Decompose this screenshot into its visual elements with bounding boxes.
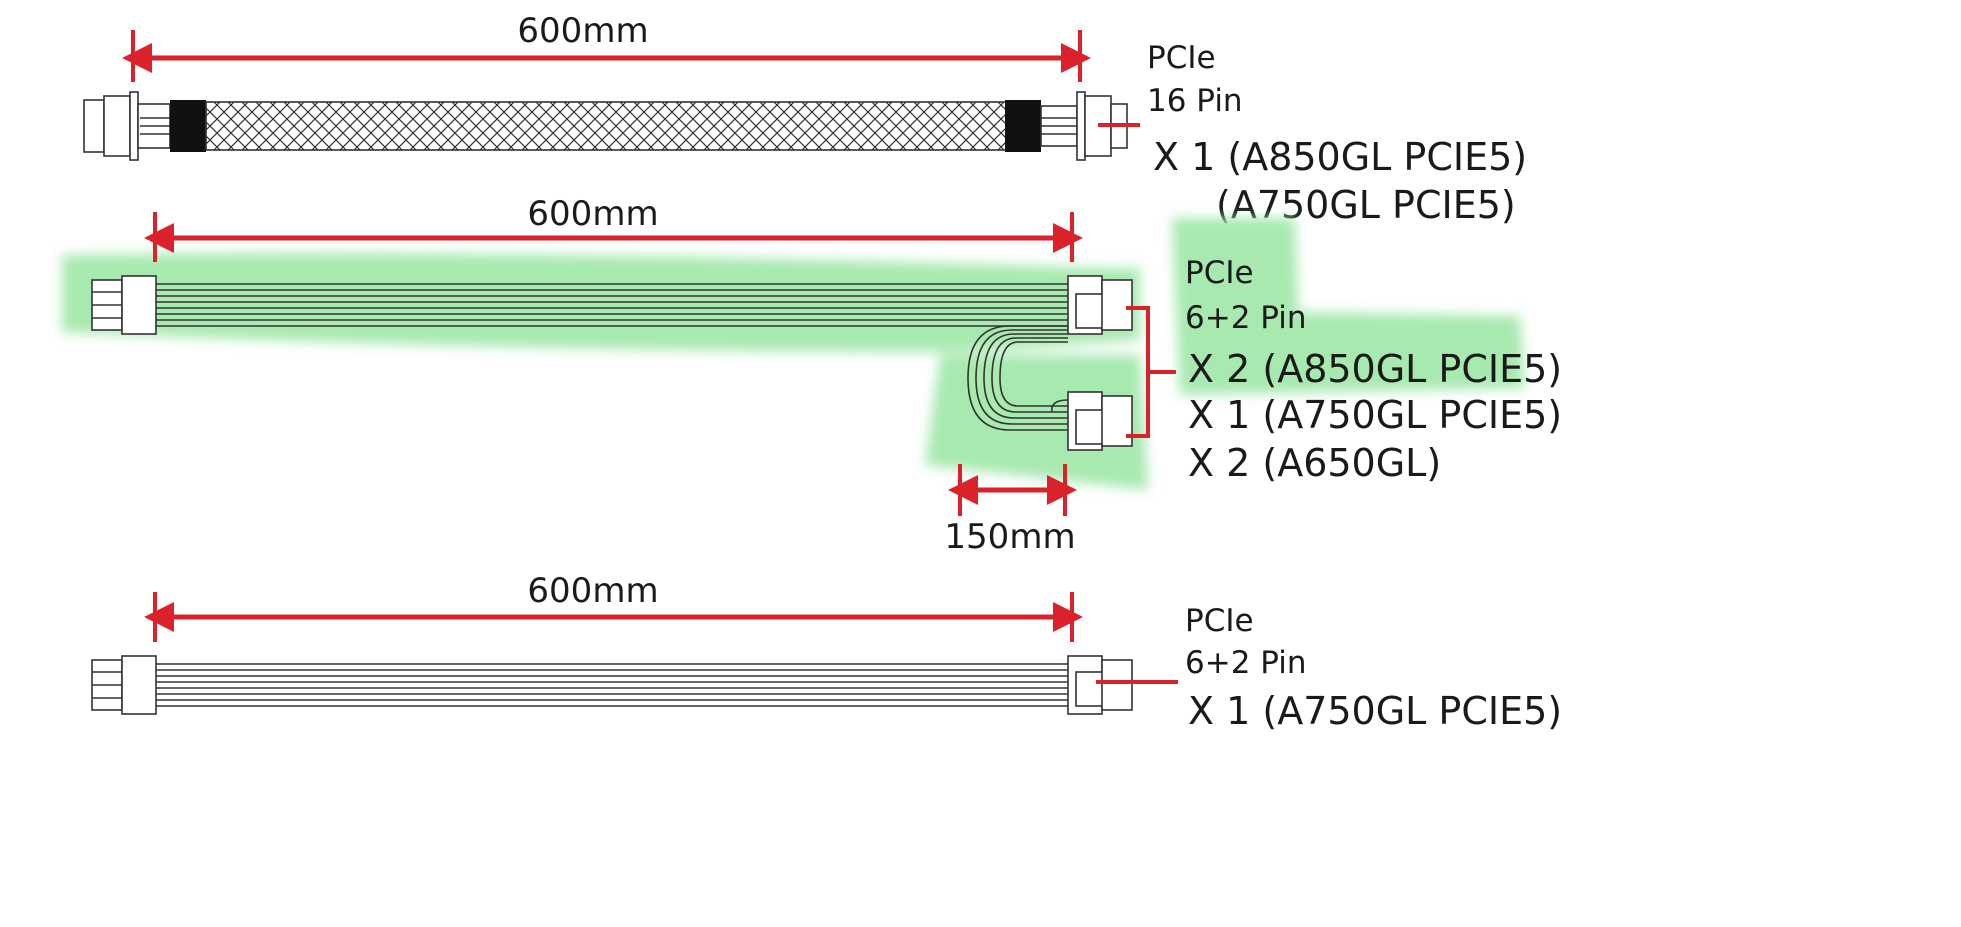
connector-left [91, 275, 157, 335]
dimension-600mm-1: 600mm [122, 11, 1091, 82]
sleeve-right [1005, 100, 1041, 152]
dimension-600mm-3: 600mm [144, 571, 1083, 642]
length-label: 600mm [527, 571, 658, 611]
connector-type: PCIe [1147, 40, 1216, 76]
connector-right [1067, 655, 1133, 715]
dimension-600mm-2: 600mm [144, 194, 1083, 262]
cable-pcie-16pin: 600mm PCIe 16 Pin X 1 (A850GL PCIE5) (A7… [83, 11, 1527, 227]
quantity-label: X 2 (A650GL) [1188, 441, 1441, 485]
dimension-150mm: 150mm [944, 464, 1077, 557]
connector-left [83, 91, 171, 161]
quantity-label: X 1 (A750GL PCIE5) [1188, 689, 1562, 733]
quantity-label: X 1 (A750GL PCIE5) [1188, 393, 1562, 437]
connector-right-2 [1067, 391, 1133, 451]
connector-left [91, 655, 157, 715]
pin-count: 6+2 Pin [1185, 645, 1307, 681]
connector-right-1 [1067, 275, 1133, 335]
connector-type: PCIe [1185, 603, 1254, 639]
cable-pcie-6plus2-single: 600mm PCIe 6+2 Pin X 1 (A750GL PCIE5) [91, 571, 1562, 733]
sleeve-left [170, 100, 206, 152]
cable-pcie-6plus2-dual: 600mm [62, 194, 1562, 557]
quantity-label: X 2 (A850GL PCIE5) [1188, 347, 1562, 391]
length-label: 600mm [527, 194, 658, 234]
main-wires [156, 283, 1068, 327]
pin-count: 6+2 Pin [1185, 300, 1307, 336]
pin-count: 16 Pin [1147, 83, 1243, 119]
branch-wires [967, 325, 1069, 431]
length-label: 600mm [517, 11, 648, 51]
quantity-label: X 1 (A850GL PCIE5) [1153, 135, 1527, 179]
branch-length-label: 150mm [944, 517, 1075, 557]
connector-type: PCIe [1185, 255, 1254, 291]
braided-cable [205, 101, 1007, 151]
wires [156, 663, 1068, 707]
